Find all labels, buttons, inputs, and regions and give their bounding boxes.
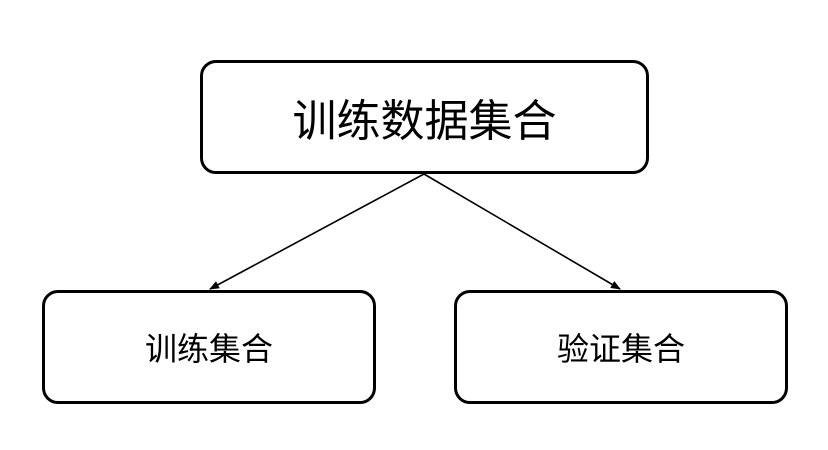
root-node-label: 训练数据集合 [292,96,557,147]
edge-root-to-validation [423,173,621,290]
training-set-label: 训练集合 [144,330,273,368]
validation-set-node: 验证集合 [454,290,788,404]
validation-set-label: 验证集合 [556,330,685,368]
edge-root-to-train [209,173,425,290]
root-node: 训练数据集合 [200,60,649,174]
training-set-node: 训练集合 [42,290,376,404]
